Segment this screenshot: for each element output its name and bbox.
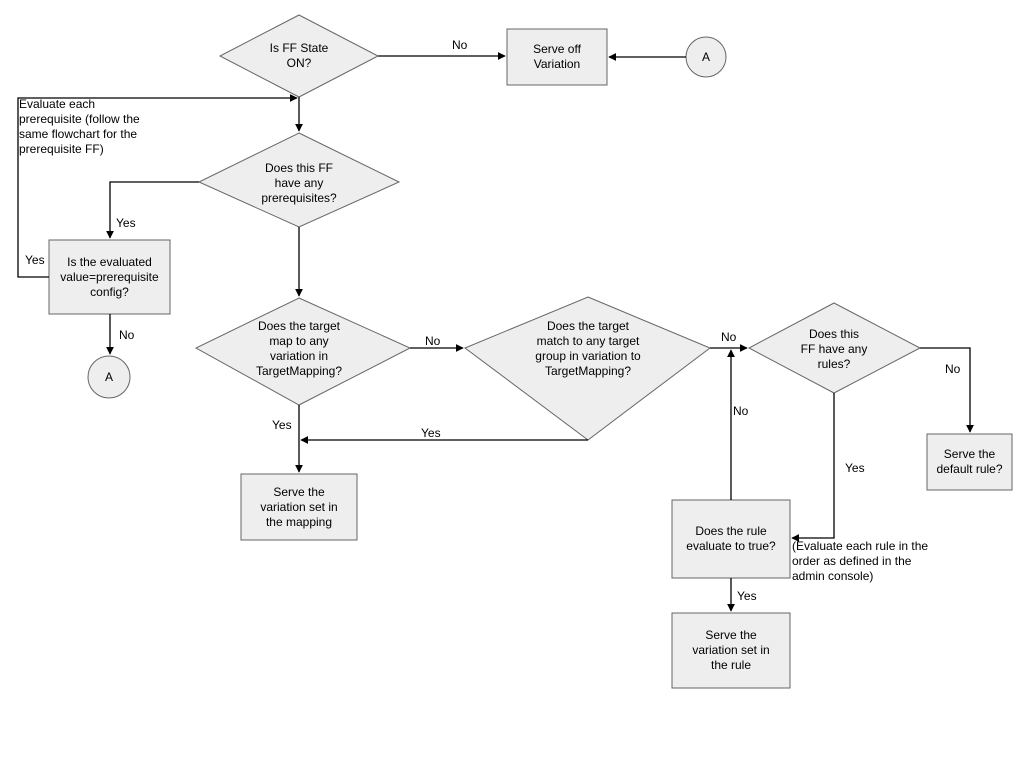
edge-label-target-map-no: No bbox=[425, 334, 441, 348]
connector-a-bottom-shape bbox=[87, 355, 131, 399]
note-rule-order: (Evaluate each rule in the order as defi… bbox=[792, 539, 929, 583]
edge-label-rules-no: No bbox=[945, 362, 961, 376]
edge-label-rule-evaluate-no: No bbox=[733, 404, 749, 418]
edge-label-rules-yes: Yes bbox=[845, 461, 865, 475]
edge-label-ff-state-no: No bbox=[452, 38, 468, 52]
process-evaluated-value-shape bbox=[48, 239, 171, 315]
process-serve-off-variation-shape bbox=[506, 28, 608, 86]
decision-target-group-shape bbox=[463, 296, 711, 441]
note-prerequisite-evaluation: Evaluate each prerequisite (follow the s… bbox=[19, 97, 140, 156]
decision-has-rules-shape bbox=[747, 302, 922, 394]
process-serve-default-rule-shape bbox=[926, 433, 1013, 491]
process-serve-variation-rule-shape bbox=[671, 612, 791, 689]
process-serve-variation-mapping-shape bbox=[240, 473, 358, 541]
edge-label-evaluated-no: No bbox=[119, 328, 135, 342]
decision-ff-state-on-shape bbox=[218, 14, 380, 98]
edge-label-target-group-no: No bbox=[721, 330, 737, 344]
process-rule-evaluate-true-shape bbox=[671, 499, 791, 579]
edge-label-target-group-yes: Yes bbox=[421, 426, 441, 440]
edge-rules-yes bbox=[791, 393, 835, 542]
connector-a-top-shape bbox=[685, 36, 727, 78]
edge-prerequisites-yes bbox=[106, 181, 199, 239]
edge-label-rule-evaluate-yes: Yes bbox=[737, 589, 757, 603]
edge-label-evaluated-yes-loopback: Yes bbox=[25, 253, 45, 267]
edge-rules-no bbox=[920, 347, 974, 433]
edge-label-prerequisites-yes: Yes bbox=[116, 216, 136, 230]
edge-label-target-map-yes: Yes bbox=[272, 418, 292, 432]
decision-has-prerequisites-shape bbox=[197, 132, 401, 228]
decision-target-map-shape bbox=[194, 297, 412, 406]
edge-evaluated-yes-loopback bbox=[17, 94, 298, 278]
